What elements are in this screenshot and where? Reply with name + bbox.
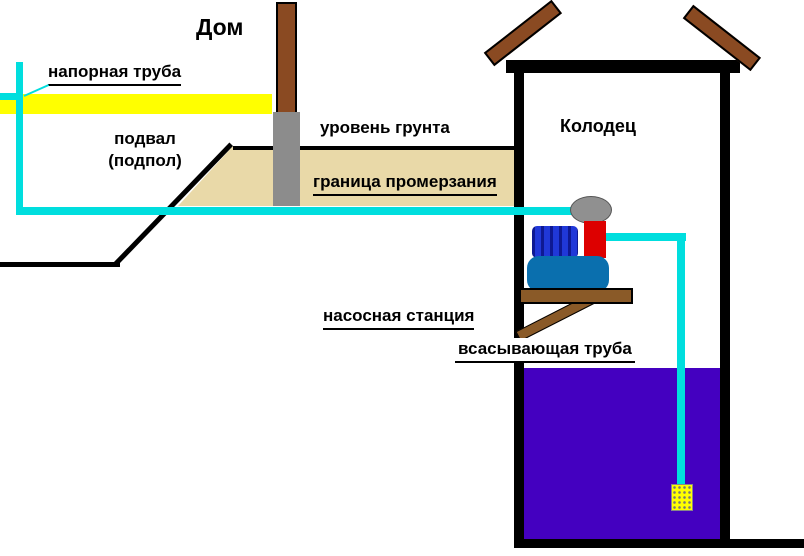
pump-shelf — [519, 288, 633, 304]
well-right-wall — [720, 60, 730, 548]
house-wall-post — [276, 2, 297, 116]
pressure-switch — [584, 221, 606, 258]
suction-pipe-label: всасывающая труба — [455, 338, 635, 364]
well-bottom — [514, 539, 804, 548]
suction-pipe-vertical — [677, 233, 685, 491]
well-left-wall — [514, 60, 524, 548]
frost-boundary-label: граница промерзания — [313, 172, 497, 197]
ground-level-label: уровень грунта — [320, 118, 450, 137]
foundation-pier — [273, 112, 300, 206]
pump-tank — [527, 256, 609, 292]
pressure-pipe-label: напорная труба — [48, 62, 182, 87]
basement-label-line1: подвал — [114, 129, 176, 148]
well-water — [524, 368, 720, 539]
pump-motor — [532, 226, 578, 258]
ground-surface-line-left — [0, 262, 120, 267]
suction-pipe-horizontal — [606, 233, 686, 241]
ground-level-line — [233, 146, 514, 150]
pump-station-label: насосная станция — [323, 306, 475, 331]
pressure-gauge — [570, 196, 612, 224]
well-cap — [506, 60, 740, 73]
basement-label: подвал (подпол) — [92, 128, 198, 172]
basement-label-line2: (подпол) — [108, 151, 182, 171]
house-floor — [0, 94, 272, 114]
supply-pipe — [16, 207, 602, 215]
house-label: Дом — [196, 14, 244, 40]
foot-valve — [671, 484, 693, 511]
well-label: Колодец — [560, 116, 636, 136]
pressure-pipe-riser — [16, 62, 23, 212]
pressure-pipe-stub — [0, 93, 17, 100]
roof-board-left — [483, 0, 563, 67]
